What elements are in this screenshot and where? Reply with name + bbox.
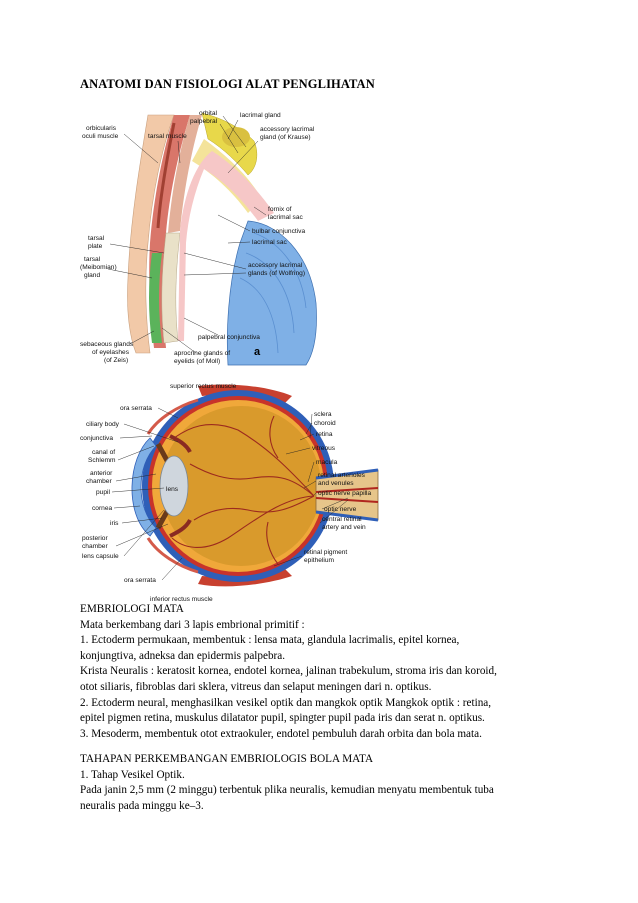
label-tarsal-gland-2: (Meibomian) — [80, 264, 117, 271]
label-orbital: orbital — [199, 110, 217, 117]
eye-label-papilla: optic nerve papilla — [318, 490, 371, 497]
central-vessels — [315, 487, 379, 503]
label-accessory-krause-2: gland (of Krause) — [260, 134, 311, 141]
paragraph-line: otot siliaris, fibroblas dari sklera, vi… — [80, 680, 432, 693]
document-title: ANATOMI DAN FISIOLOGI ALAT PENGLIHATAN — [80, 77, 375, 91]
eye-label-pupil: pupil — [96, 489, 110, 496]
eye-label-superior-rectus: superior rectus muscle — [170, 383, 237, 390]
globe-tissue — [226, 220, 317, 366]
eye-label-inferior-rectus: inferior rectus muscle — [150, 596, 213, 603]
retinal-vessels — [171, 415, 315, 565]
label-palpebral: palpebral — [190, 118, 218, 125]
label-tarsal-muscle: tarsal muscle — [148, 133, 187, 140]
vitreous-shape — [161, 406, 321, 566]
label-orbicularis-1: orbicularis — [86, 125, 117, 132]
skin-layer — [127, 114, 175, 354]
label-tarsal-gland-3: gland — [84, 272, 100, 279]
eye-label-anterior-2: chamber — [86, 478, 112, 485]
eye-label-retina: retina — [316, 431, 333, 438]
tarsal-muscle-tissue — [168, 115, 202, 233]
label-tarsal-plate-2: plate — [88, 243, 103, 250]
paragraph-line: neuralis pada minggu ke–3. — [80, 799, 204, 812]
eye-label-choroid: choroid — [314, 420, 336, 427]
label-sebaceous-2: of eyelashes — [92, 349, 130, 356]
eye-label-canal-1: canal of — [92, 449, 115, 456]
eye-label-cornea: cornea — [92, 505, 112, 512]
eye-label-arterioles-2: and venules — [318, 480, 354, 487]
eyelid-anatomy-figure: orbital palpebral lacrimal gland orbicul… — [80, 110, 317, 366]
label-fornix-2: lacrimal sac — [268, 214, 304, 221]
label-tarsal-plate-1: tarsal — [88, 235, 105, 242]
tarsal-plate-tissue — [161, 232, 181, 344]
label-sebaceous-1: sebaceous glands — [80, 341, 134, 348]
label-apocrine-1: aprocrine glands of — [174, 350, 230, 357]
eye-label-vitreous: vitreous — [312, 445, 336, 452]
eye-label-sclera: sclera — [314, 411, 332, 418]
paragraph-line: Krista Neuralis : keratosit kornea, endo… — [80, 665, 497, 678]
eye-label-canal-2: Schlemm — [88, 457, 116, 464]
eye-label-ora-serrata-bottom: ora serrata — [124, 577, 156, 584]
eye-label-central-2: artery and vein — [322, 524, 366, 531]
globe-detail — [239, 232, 307, 354]
eye-label-posterior-2: chamber — [82, 543, 108, 550]
conjunctiva-shape — [146, 398, 199, 574]
paragraph-line: Pada janin 2,5 mm (2 minggu) terbentuk p… — [80, 784, 494, 797]
eye-label-optic-nerve: optic nerve — [324, 506, 357, 513]
paragraph-line: konjungtiva, adneksa dan epidermis palpe… — [80, 649, 286, 662]
eye-leader-lines — [111, 407, 349, 581]
section-tahapan-heading: TAHAPAN PERKEMBANGAN EMBRIOLOGIS BOLA MA… — [80, 753, 374, 765]
eye-label-ciliary: ciliary body — [86, 421, 120, 428]
ciliary-body-shape — [169, 434, 192, 538]
paragraph-line: Mata berkembang dari 3 lapis embrional p… — [80, 618, 305, 631]
optic-nerve-sheath — [315, 468, 379, 522]
label-lacrimal-sac: lacrimal sac — [252, 239, 288, 246]
eye-label-iris: iris — [110, 520, 119, 527]
label-bulbar: bulbar conjunctiva — [252, 228, 305, 235]
orbicularis-muscle — [149, 115, 190, 348]
label-lacrimal-gland: lacrimal gland — [240, 112, 281, 119]
conjunctiva-tissue — [178, 151, 274, 341]
label-fornix-1: fornix of — [268, 206, 292, 213]
lacrimal-gland-lobe — [222, 127, 250, 147]
label-apocrine-2: eyelids (of Moll) — [174, 358, 220, 365]
eye-label-lens: lens — [166, 486, 179, 493]
paragraph-line: 1. Ectoderm permukaan, membentuk : lensa… — [80, 634, 460, 647]
eye-label-pigment-2: epithelium — [304, 557, 335, 564]
paragraph-line: epitel pigmen retina, muskulus dilatator… — [80, 712, 485, 725]
meibomian-gland-tissue — [149, 253, 162, 343]
tarsal-muscle-band — [156, 122, 176, 229]
eye-label-macula: macula — [316, 459, 338, 466]
leader-lines — [107, 115, 267, 354]
eye-label-arterioles-1: retinal arterioles — [318, 472, 366, 479]
label-accessory-wolfring-1: accessory lacrimal — [248, 262, 303, 269]
eye-label-ora-serrata-top: ora serrata — [120, 405, 152, 412]
paragraph-line: 1. Tahap Vesikel Optik. — [80, 768, 185, 781]
section-embriologi: EMBRIOLOGI MATA Mata berkembang dari 3 l… — [80, 602, 560, 742]
eye-label-pigment-1: retinal pigment — [304, 549, 347, 556]
paragraph-line: 2. Ectoderm neural, menghasilkan vesikel… — [80, 696, 492, 709]
label-accessory-wolfring-2: glands (of Wolfring) — [248, 270, 305, 277]
label-palpebral-conjunctiva: palpebral conjunctiva — [198, 334, 260, 341]
label-sebaceous-3: (of Zeis) — [104, 357, 128, 364]
eye-label-lens-capsule: lens capsule — [82, 553, 119, 560]
eye-cross-section-figure: superior rectus muscle ora serrata cilia… — [80, 383, 379, 603]
eye-label-anterior-1: anterior — [90, 470, 113, 477]
section-tahapan: TAHAPAN PERKEMBANGAN EMBRIOLOGIS BOLA MA… — [80, 752, 560, 814]
paragraph-line: 3. Mesoderm, membentuk otot extraokuler,… — [80, 727, 482, 740]
lens-shape — [159, 455, 189, 517]
eye-label-central-1: central retinal — [322, 516, 362, 523]
label-accessory-krause-1: accessory lacrimal — [260, 126, 315, 133]
label-tarsal-gland-1: tarsal — [84, 256, 101, 263]
label-orbicularis-2: oculi muscle — [82, 133, 119, 140]
eye-label-posterior-1: posterior — [82, 535, 108, 542]
section-embriologi-heading: EMBRIOLOGI MATA — [80, 603, 184, 615]
eye-label-conjunctiva: conjunctiva — [80, 435, 113, 442]
panel-letter: a — [254, 346, 261, 358]
